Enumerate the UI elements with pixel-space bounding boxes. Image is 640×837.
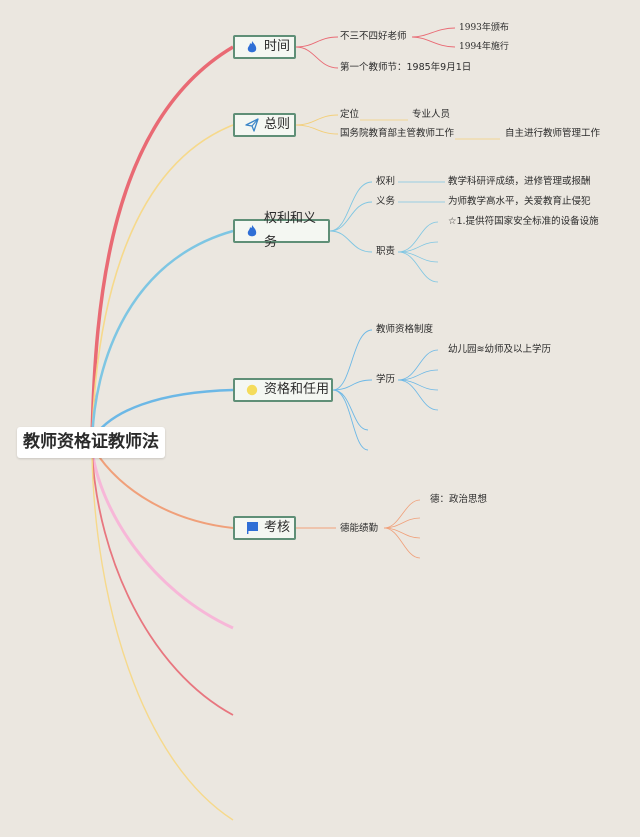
topic-promulgated[interactable]: 1993年颁布: [459, 23, 509, 33]
branch-qualification-label: 资格和任用: [264, 382, 330, 397]
topic-position[interactable]: 定位: [340, 109, 360, 120]
topic-sanbusi[interactable]: 不三不四好老师: [340, 31, 407, 42]
topic-responsibility[interactable]: 职责: [376, 246, 396, 257]
topic-duties[interactable]: 义务: [376, 196, 396, 207]
topic-state-council[interactable]: 国务院教育部主管教师工作: [340, 128, 455, 139]
root-topic[interactable]: 教师资格证教师法: [17, 427, 165, 458]
sun-icon: [246, 384, 258, 396]
fire-icon: [247, 225, 257, 237]
branch-rights-label: 权利和义务: [264, 211, 317, 250]
branch-assessment[interactable]: 考核: [233, 516, 296, 540]
topic-education[interactable]: 学历: [376, 374, 396, 385]
connector-rights: [90, 229, 234, 441]
branch-general[interactable]: 总则: [233, 113, 296, 137]
topic-rights[interactable]: 权利: [376, 176, 396, 187]
branch-time[interactable]: 时间: [233, 35, 296, 59]
topic-self-manage[interactable]: 自主进行教师管理工作: [505, 128, 601, 139]
fire-icon: [247, 41, 257, 53]
branch-assessment-label: 考核: [264, 520, 291, 535]
topic-duties-detail[interactable]: 为师教学高水平，关爱教育止侵犯: [448, 196, 591, 207]
connector-time: [90, 45, 234, 441]
topic-teachers-day[interactable]: 第一个教师节：1985年9月1日: [340, 62, 472, 73]
topic-professional[interactable]: 专业人员: [412, 109, 451, 120]
flag-icon: [247, 522, 258, 534]
connector-extra-red: [91, 451, 234, 716]
topic-de[interactable]: 德：政治思想: [430, 494, 488, 505]
topic-responsibility-detail[interactable]: ☆1.提供符国家安全标准的设备设施: [448, 216, 599, 227]
topic-de-neng[interactable]: 德能绩勤: [340, 523, 379, 534]
topic-kindergarten[interactable]: 幼儿园≋幼师及以上学历: [448, 344, 551, 355]
send-icon: [245, 118, 259, 132]
branch-general-label: 总则: [264, 117, 291, 132]
topic-qualification-system[interactable]: 教师资格制度: [376, 324, 434, 335]
branch-rights[interactable]: 权利和义务: [233, 211, 330, 250]
connector-extra-pink: [90, 449, 234, 630]
topic-enforced[interactable]: 1994年施行: [459, 42, 509, 52]
branch-qualification[interactable]: 资格和任用: [233, 378, 333, 402]
topic-rights-detail[interactable]: 教学科研评成绩，进修管理或报酬: [448, 176, 591, 187]
connector-general: [91, 124, 234, 441]
connector-extra-yellow: [91, 454, 234, 821]
branch-time-label: 时间: [264, 39, 291, 54]
